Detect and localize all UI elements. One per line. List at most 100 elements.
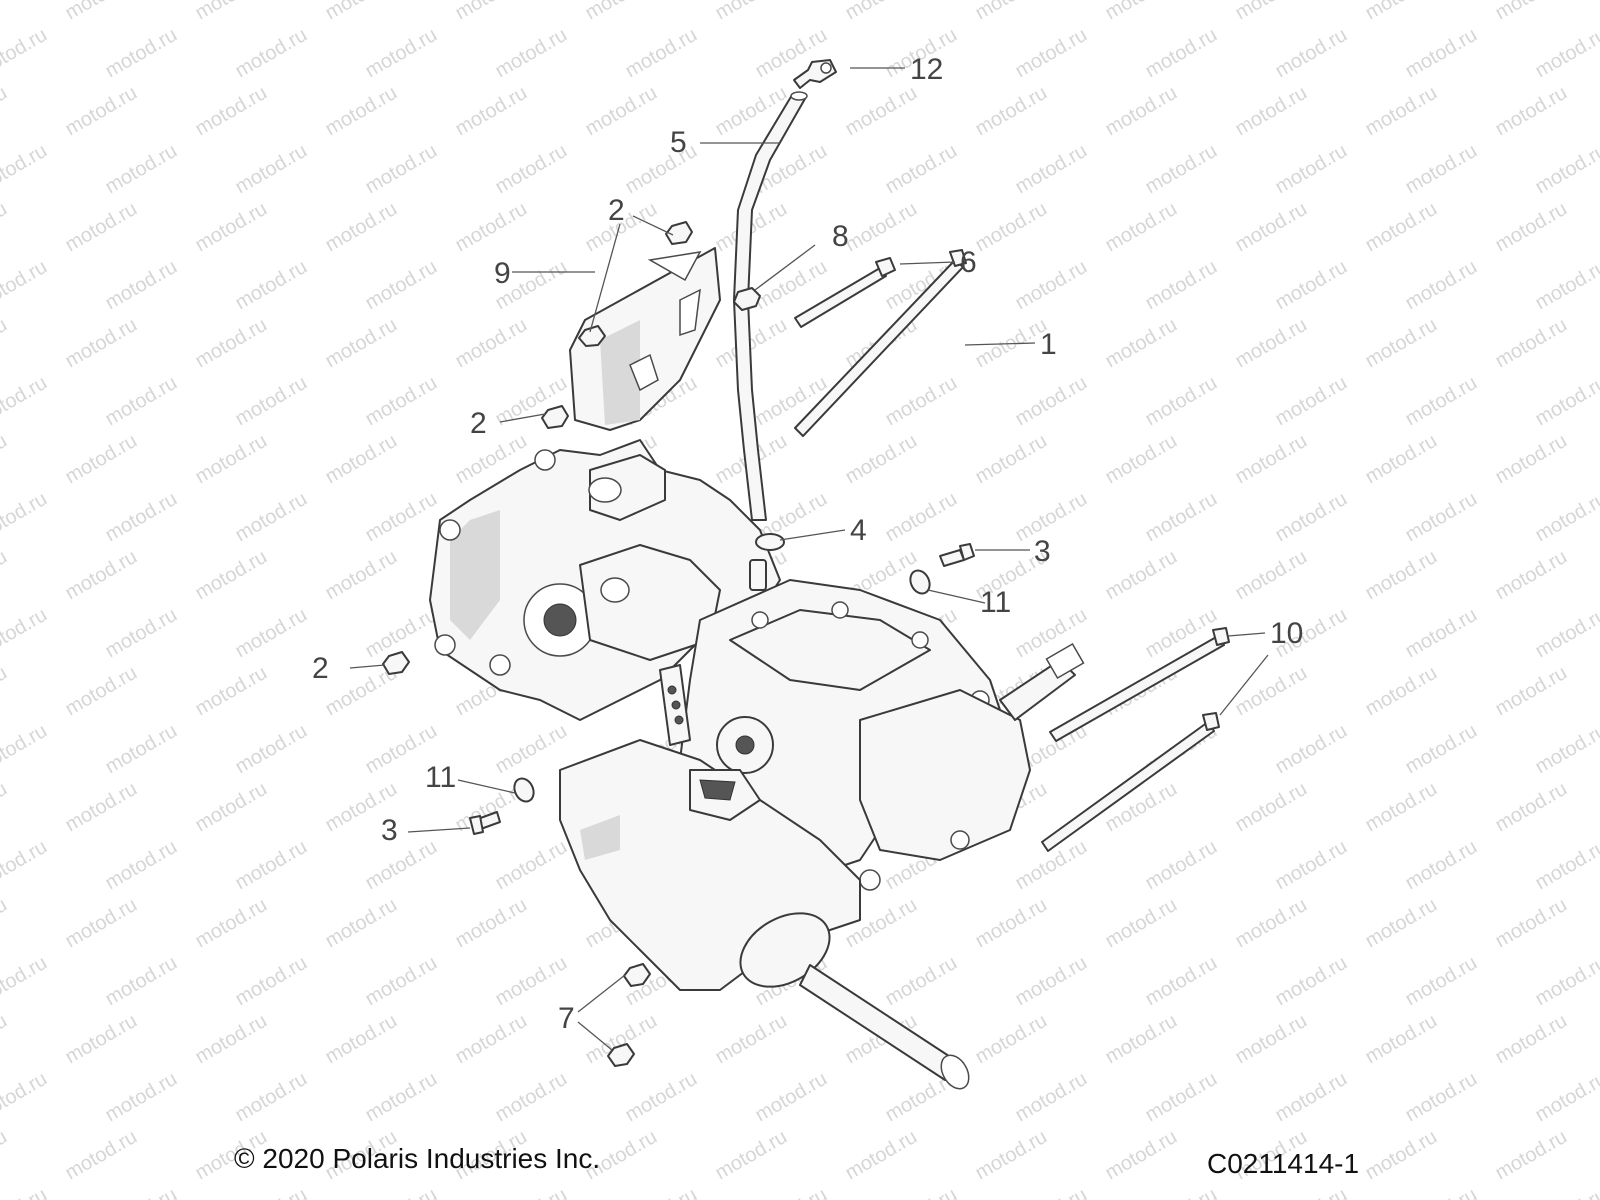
watermark-text: motod.ru (62, 894, 141, 953)
watermark-text: motod.ru (0, 1184, 51, 1200)
watermark-text: motod.ru (1142, 488, 1221, 547)
watermark-text: motod.ru (62, 198, 141, 257)
watermark-text: motod.ru (62, 662, 141, 721)
watermark-text: motod.ru (0, 488, 51, 547)
watermark-text: motod.ru (972, 430, 1051, 489)
watermark-text: motod.ru (712, 1010, 791, 1069)
watermark-text: motod.ru (1102, 430, 1181, 489)
watermark-text: motod.ru (232, 836, 311, 895)
watermark-text: motod.ru (1102, 198, 1181, 257)
watermark-text: motod.ru (322, 314, 401, 373)
watermark-text: motod.ru (1272, 836, 1351, 895)
watermark-text: motod.ru (1492, 82, 1571, 141)
watermark-text: motod.ru (102, 488, 181, 547)
watermark-text: motod.ru (0, 604, 51, 663)
watermark-text: motod.ru (102, 1184, 181, 1200)
watermark-text: motod.ru (102, 1068, 181, 1127)
watermark-text: motod.ru (1232, 314, 1311, 373)
watermark-text: motod.ru (62, 430, 141, 489)
watermark-text: motod.ru (232, 1184, 311, 1200)
watermark-text: motod.ru (0, 1068, 51, 1127)
watermark-text: motod.ru (0, 546, 11, 605)
watermark-text: motod.ru (1142, 372, 1221, 431)
callout-1: 1 (1040, 328, 1057, 361)
watermark-text: motod.ru (232, 140, 311, 199)
watermark-text: motod.ru (1142, 256, 1221, 315)
lower-case-and-shaft (559, 664, 970, 1090)
watermark-text: motod.ru (1362, 662, 1441, 721)
watermark-text: motod.ru (882, 952, 961, 1011)
watermark-text: motod.ru (362, 836, 441, 895)
watermark-text: motod.ru (1402, 1184, 1481, 1200)
watermark-text: motod.ru (192, 662, 271, 721)
nut-8 (733, 287, 761, 311)
watermark-text: motod.ru (1012, 24, 1091, 83)
watermark-text: motod.ru (62, 0, 141, 24)
watermark-text: motod.ru (1402, 372, 1481, 431)
watermark-text: motod.ru (232, 24, 311, 83)
callout-10: 10 (1270, 617, 1303, 650)
watermark-text: motod.ru (362, 24, 441, 83)
watermark-text: motod.ru (192, 314, 271, 373)
watermark-text: motod.ru (1232, 430, 1311, 489)
watermark-text: motod.ru (882, 372, 961, 431)
clamp (755, 533, 785, 551)
watermark-text: motod.ru (1362, 430, 1441, 489)
watermark-text: motod.ru (1012, 604, 1091, 663)
watermark-text: motod.ru (322, 430, 401, 489)
watermark-text: motod.ru (452, 314, 531, 373)
watermark-text: motod.ru (452, 1010, 531, 1069)
watermark-text: motod.ru (102, 372, 181, 431)
watermark-text: motod.ru (62, 546, 141, 605)
watermark-text: motod.ru (232, 604, 311, 663)
watermark-text: motod.ru (1232, 0, 1311, 24)
watermark-text: motod.ru (842, 1126, 921, 1185)
watermark-text: motod.ru (1012, 140, 1091, 199)
watermark-text: motod.ru (1102, 1126, 1181, 1185)
watermark-text: motod.ru (192, 894, 271, 953)
watermark-text: motod.ru (1532, 256, 1600, 315)
watermark-text: motod.ru (1402, 256, 1481, 315)
watermark-text: motod.ru (1272, 1068, 1351, 1127)
watermark-text: motod.ru (102, 952, 181, 1011)
watermark-text: motod.ru (1232, 662, 1311, 721)
watermark-text: motod.ru (622, 1068, 701, 1127)
watermark-text: motod.ru (1012, 952, 1091, 1011)
watermark-text: motod.ru (1492, 314, 1571, 373)
watermark-text: motod.ru (1532, 1068, 1600, 1127)
watermark-text: motod.ru (452, 198, 531, 257)
watermark-text: motod.ru (1102, 1010, 1181, 1069)
watermark-text: motod.ru (322, 82, 401, 141)
watermark-text: motod.ru (0, 662, 11, 721)
watermark-text: motod.ru (622, 24, 701, 83)
callout-12: 12 (910, 53, 943, 86)
drawing-number: C0211414-1 (1207, 1148, 1360, 1179)
fitting (793, 59, 837, 89)
vent-hose (733, 91, 808, 591)
watermark-text: motod.ru (1492, 546, 1571, 605)
watermark-text: motod.ru (1362, 546, 1441, 605)
watermark-text: motod.ru (62, 82, 141, 141)
watermark-text: motod.ru (322, 546, 401, 605)
watermark-text: motod.ru (1272, 256, 1351, 315)
watermark-text: motod.ru (0, 778, 11, 837)
watermark-text: motod.ru (452, 894, 531, 953)
watermark-text: motod.ru (1532, 720, 1600, 779)
watermark-text: motod.ru (752, 1068, 831, 1127)
watermark-text: motod.ru (62, 314, 141, 373)
watermark-text: motod.ru (192, 1010, 271, 1069)
watermark-text: motod.ru (452, 0, 531, 24)
watermark-text: motod.ru (1362, 314, 1441, 373)
callout-labels: 1 2 2 2 2 3 3 4 5 6 7 8 9 10 11 11 12 (312, 53, 1303, 1035)
watermark-text: motod.ru (1492, 0, 1571, 24)
watermark-text: motod.ru (322, 894, 401, 953)
watermark-text: motod.ru (1232, 198, 1311, 257)
callout-6: 6 (960, 246, 977, 279)
watermark-text: motod.ru (192, 82, 271, 141)
watermark-text: motod.ru (232, 488, 311, 547)
watermark-text: motod.ru (0, 140, 51, 199)
copyright-notice: © 2020 Polaris Industries Inc. (234, 1143, 601, 1174)
watermark-text: motod.ru (752, 372, 831, 431)
watermark-text: motod.ru (1402, 720, 1481, 779)
watermark-text: motod.ru (1102, 894, 1181, 953)
